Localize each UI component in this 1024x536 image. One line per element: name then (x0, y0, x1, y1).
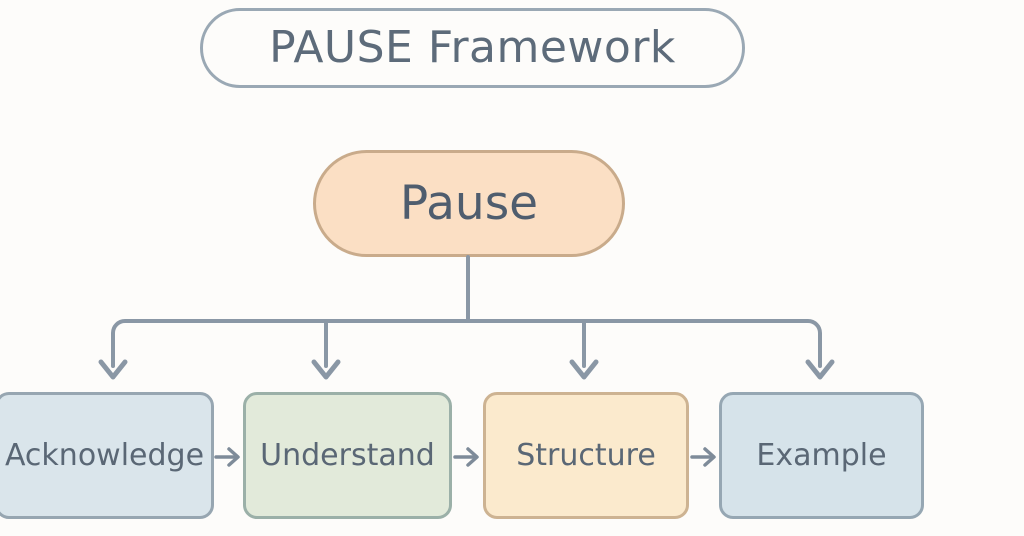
step-label-example: Example (756, 437, 887, 473)
arrow-right-icon-1 (214, 447, 240, 467)
branch-arrow-example-icon (805, 359, 835, 380)
step-label-understand: Understand (260, 437, 435, 473)
arrow-right-icon-2 (453, 447, 479, 467)
page-title: PAUSE Framework (269, 22, 676, 73)
step-box-understand[interactable]: Understand (243, 392, 452, 519)
branch-arrow-structure-icon (569, 359, 599, 380)
branch-arrow-acknowledge-icon (98, 359, 128, 380)
step-box-acknowledge[interactable]: Acknowledge (0, 392, 214, 519)
arrow-right-icon-3 (690, 447, 716, 467)
root-node-pause[interactable]: Pause (313, 150, 625, 257)
step-label-acknowledge: Acknowledge (4, 437, 205, 473)
step-box-example[interactable]: Example (719, 392, 924, 519)
root-node-label: Pause (399, 176, 539, 231)
diagram-title-pill: PAUSE Framework (200, 8, 745, 88)
branch-arrow-understand-icon (311, 359, 341, 380)
connector-bus (111, 319, 822, 347)
step-box-structure[interactable]: Structure (483, 392, 689, 519)
step-label-structure: Structure (516, 437, 656, 473)
